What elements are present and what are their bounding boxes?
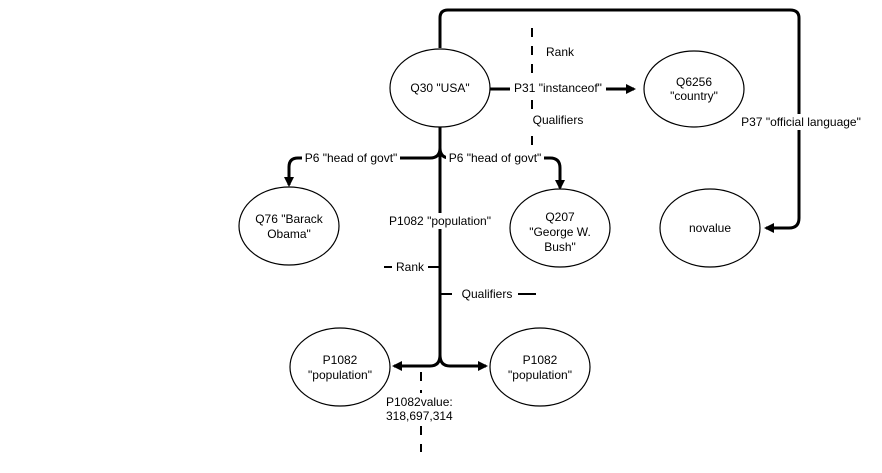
svg-text:P6 "head of govt": P6 "head of govt"	[449, 151, 542, 165]
edge-population-right	[438, 354, 488, 371]
svg-text:Rank: Rank	[546, 45, 575, 59]
label-rank-top: Rank	[540, 44, 580, 60]
label-qualifiers-top: Qualifiers	[528, 112, 588, 128]
svg-text:novalue: novalue	[689, 221, 731, 235]
node-p1082-population-left: P1082 "population"	[289, 327, 391, 407]
node-q6256-country: Q6256 "country"	[643, 50, 745, 128]
label-p1082-value: P1082value: 318,697,314	[384, 393, 458, 425]
svg-text:Bush": Bush"	[544, 240, 576, 254]
svg-text:P37 "official language": P37 "official language"	[741, 115, 861, 129]
svg-text:P1082value:: P1082value:	[386, 395, 453, 409]
svg-text:P1082 "population": P1082 "population"	[389, 214, 491, 228]
label-p1082-population: P1082 "population"	[386, 213, 494, 229]
svg-text:Obama": Obama"	[267, 227, 311, 241]
svg-text:Q207: Q207	[545, 210, 575, 224]
svg-text:Rank: Rank	[396, 260, 425, 274]
label-p6-left: P6 "head of govt"	[302, 150, 400, 166]
svg-text:"population": "population"	[508, 368, 572, 382]
label-rank-mid: Rank	[394, 259, 426, 275]
svg-text:Q76 "Barack: Q76 "Barack	[255, 212, 324, 226]
node-p1082-population-right: P1082 "population"	[489, 327, 591, 407]
svg-text:"country": "country"	[670, 89, 718, 103]
label-p6-right: P6 "head of govt"	[446, 150, 544, 166]
svg-text:"George W.: "George W.	[529, 225, 591, 239]
edge-population-left	[392, 354, 442, 371]
node-q76-barack-obama: Q76 "Barack Obama"	[238, 186, 340, 266]
svg-text:Qualifiers: Qualifiers	[533, 113, 584, 127]
svg-text:P31 "instanceof": P31 "instanceof"	[514, 81, 602, 95]
edge-p37-official-language	[438, 8, 801, 233]
node-q207-george-w-bush: Q207 "George W. Bush"	[509, 188, 611, 268]
label-p37-official-language: P37 "official language"	[738, 114, 864, 130]
label-qualifiers-mid: Qualifiers	[456, 286, 518, 302]
svg-text:"population": "population"	[308, 368, 372, 382]
svg-text:Qualifiers: Qualifiers	[462, 287, 513, 301]
node-q30-usa: Q30 "USA"	[389, 48, 491, 128]
edge-p6-left	[284, 147, 442, 187]
svg-text:P1082: P1082	[523, 353, 558, 367]
svg-text:P6 "head of govt": P6 "head of govt"	[305, 151, 398, 165]
svg-text:318,697,314: 318,697,314	[386, 409, 453, 423]
svg-text:Q30 "USA": Q30 "USA"	[410, 81, 469, 95]
svg-text:P1082: P1082	[323, 353, 358, 367]
label-p31-instanceof: P31 "instanceof"	[510, 80, 606, 96]
node-novalue: novalue	[659, 188, 761, 268]
edge-p6-right	[438, 147, 565, 190]
svg-text:Q6256: Q6256	[676, 75, 712, 89]
